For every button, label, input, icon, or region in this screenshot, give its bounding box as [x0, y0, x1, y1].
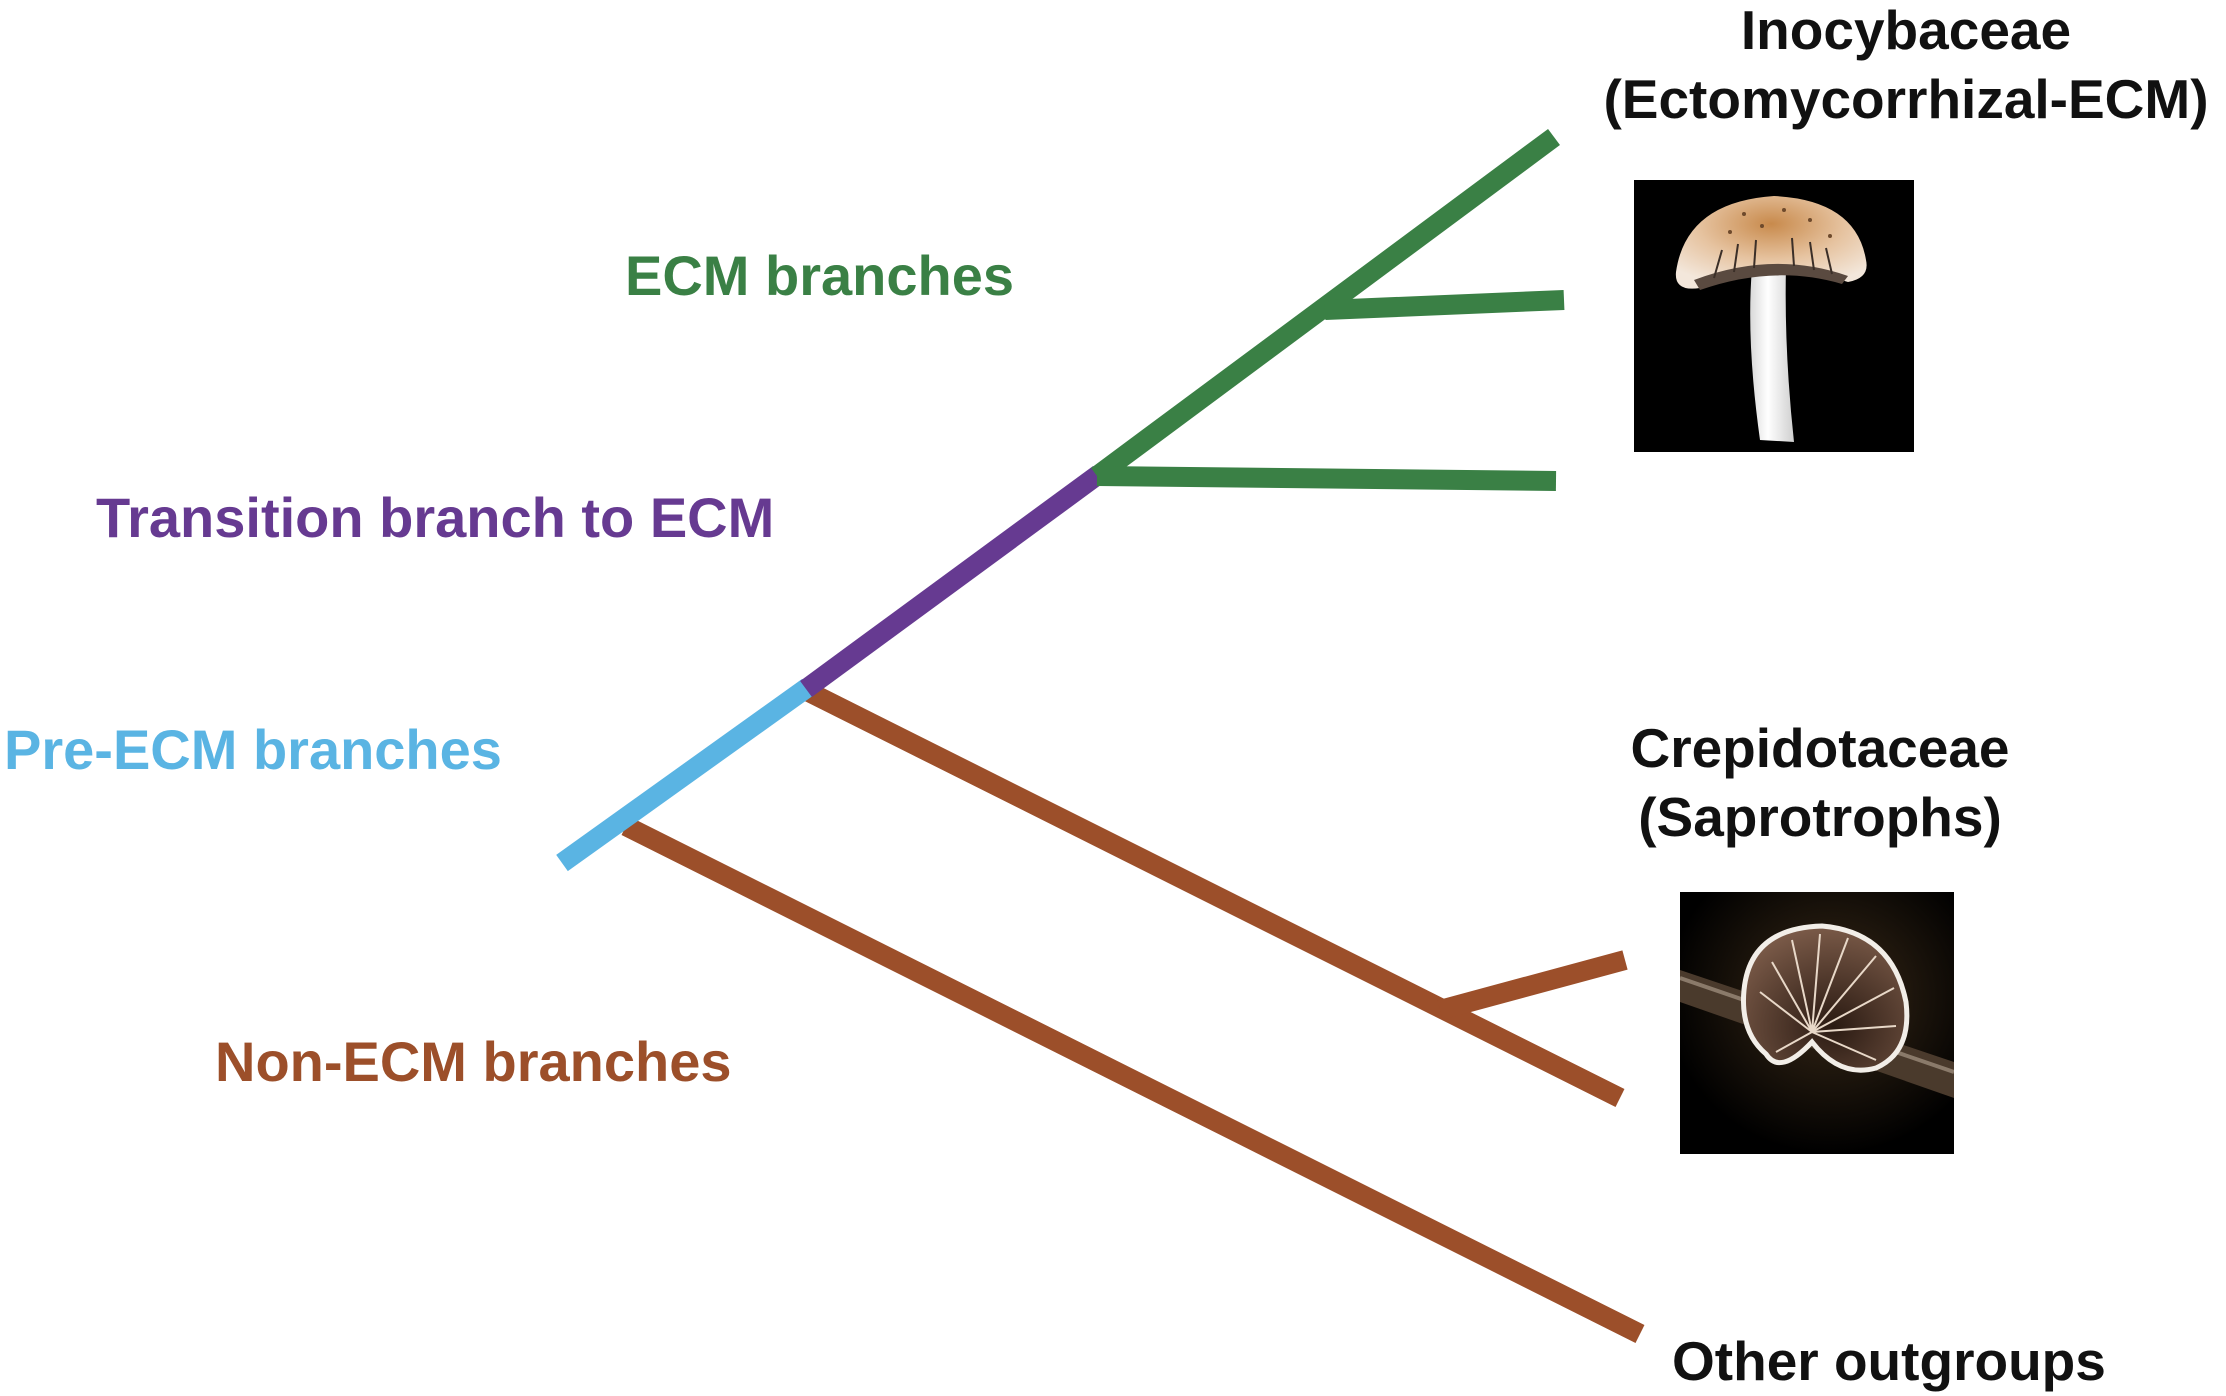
ecm-branch-lower: [1096, 466, 1557, 491]
pre-ecm-branches-label: Pre-ECM branches: [4, 718, 502, 781]
ecm-branches-label: ECM branches: [625, 244, 1014, 307]
non-ecm-branch-crepidotaceae-tip: [1437, 950, 1628, 1020]
oyster-mushroom-photo-icon: [1680, 892, 1954, 1154]
inocybaceae-name: Inocybaceae: [1740, 0, 2072, 61]
transition-branch-label: Transition branch to ECM: [96, 486, 775, 549]
non-ecm-branch-outgroups: [621, 817, 1645, 1343]
pre-ecm-branch: [556, 678, 814, 872]
non-ecm-branch-crepidotaceae-stem: [802, 682, 1625, 1107]
transition-branch: [800, 465, 1105, 698]
mushroom-photo-icon: [1634, 180, 1914, 452]
ecm-branch-upper: [1324, 290, 1565, 320]
crepidotaceae-lifestyle: (Saprotrophs): [1638, 786, 2002, 848]
non-ecm-branches-label: Non-ECM branches: [215, 1030, 732, 1093]
inocybaceae-label: Inocybaceae (Ectomycorrhizal-ECM): [1590, 0, 2222, 134]
crepidotaceae-name: Crepidotaceae: [1630, 717, 2010, 779]
inocybaceae-lifestyle: (Ectomycorrhizal-ECM): [1603, 68, 2209, 130]
crepidotaceae-label: Crepidotaceae (Saprotrophs): [1580, 714, 2060, 852]
outgroups-label: Other outgroups: [1672, 1330, 2106, 1392]
